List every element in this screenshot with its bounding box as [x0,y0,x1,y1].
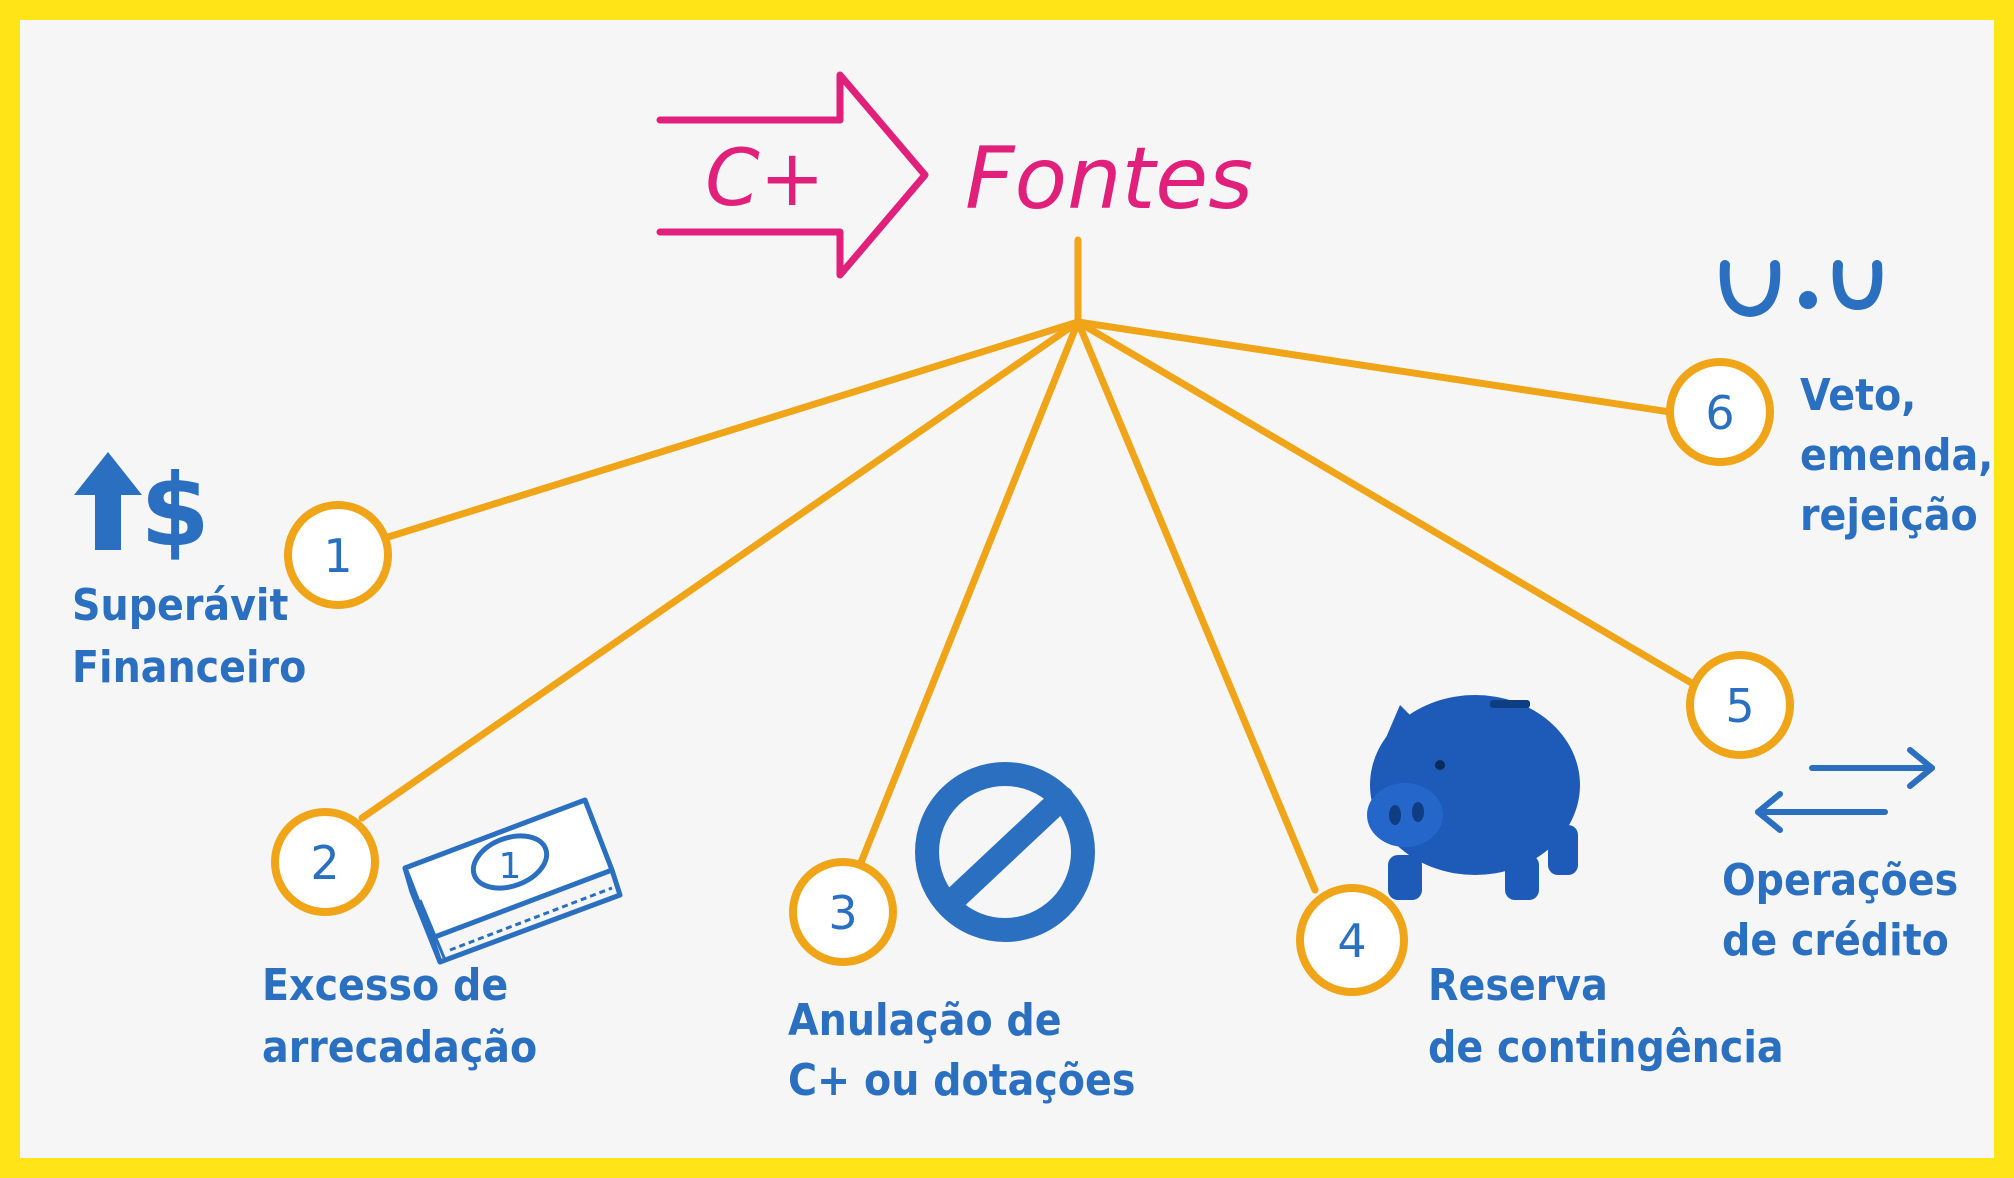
exchange-arrows-icon [1755,747,1935,833]
connector-2 [358,318,1082,822]
label-line: Excesso de [262,960,508,1011]
node-circle [1296,884,1408,996]
node-number: 1 [323,529,352,583]
connector-6 [1074,318,1674,416]
label-line: de contingência [1428,1022,1784,1073]
piggy-bank-icon [1367,695,1580,900]
node-circle [789,858,897,966]
node-circle [271,808,379,916]
node-number: 5 [1725,679,1754,733]
node-1: 1 [284,501,392,609]
node-number: 4 [1337,914,1366,968]
label-6: Veto, emenda, rejeição [1800,370,1993,541]
svg-text:$: $ [140,452,210,569]
connector-4 [1074,318,1319,894]
label-4: Reserva de contingência [1428,960,1784,1073]
connector-lines [358,236,1704,894]
node-2: 2 [271,808,379,916]
node-4: 4 [1296,884,1408,996]
connector-5 [1074,318,1704,692]
node-number: 2 [310,836,339,890]
title-fontes: Fontes [965,129,1253,229]
node-number: 6 [1705,386,1734,440]
label-line: Superávit [72,580,288,631]
label-line: Operações [1722,855,1958,906]
node-6: 6 [1666,358,1774,466]
title-group: C+ Fontes [656,71,1253,279]
label-line: emenda, [1800,430,1993,481]
svg-text:1: 1 [499,846,522,887]
arrow-up-dollar-icon: $ [74,452,210,569]
label-line: Anulação de [788,995,1062,1046]
label-2: Excesso de arrecadação [262,960,537,1073]
label-line: C+ ou dotações [788,1055,1135,1106]
connector-1 [381,318,1082,542]
prohibited-icon [915,762,1095,942]
node-circle [284,501,392,609]
label-line: Financeiro [72,642,306,693]
node-circle [1666,358,1774,466]
sad-face-icon [1719,260,1883,318]
title-arrow-icon [656,71,929,279]
label-line: rejeição [1800,490,1978,541]
label-5: Operações de crédito [1722,855,1958,966]
node-circle [1686,651,1794,759]
label-1: Superávit Financeiro [72,580,306,693]
money-stack-icon: 1 [402,797,623,965]
title-c-plus: C+ [705,134,825,224]
label-line: de crédito [1722,915,1949,966]
node-number: 3 [828,886,857,940]
node-3: 3 [789,858,897,966]
label-line: Reserva [1428,960,1608,1011]
label-3: Anulação de C+ ou dotações [788,995,1135,1106]
label-line: Veto, [1800,370,1916,421]
label-line: arrecadação [262,1022,537,1073]
node-5: 5 [1686,651,1794,759]
connector-3 [854,318,1082,874]
